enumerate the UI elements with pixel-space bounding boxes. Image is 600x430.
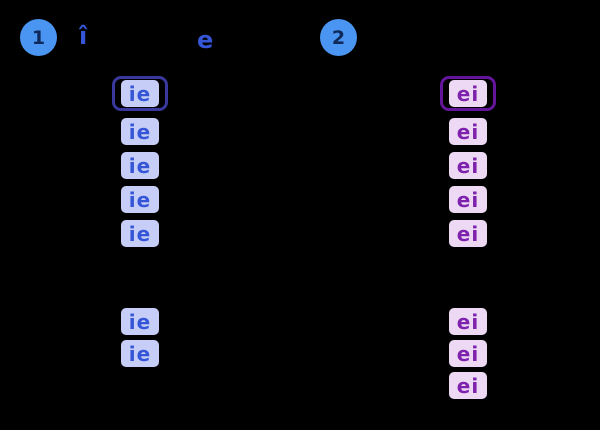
ei-highlight-cell: ei bbox=[449, 152, 487, 179]
ei-highlight-cell: ei bbox=[449, 80, 487, 107]
ei-highlight-cell: ei bbox=[449, 186, 487, 213]
ie-highlight-cell: ie bbox=[121, 118, 159, 145]
ie-highlight-cell: ie bbox=[121, 308, 159, 335]
section-1-number-badge: 1 bbox=[20, 19, 57, 56]
ie-highlight-cell: ie bbox=[121, 220, 159, 247]
section-2-number-badge: 2 bbox=[320, 19, 357, 56]
ei-highlight-cell: ei bbox=[449, 340, 487, 367]
ei-column-group-1: ei ei ei ei ei bbox=[440, 76, 496, 247]
ie-highlight-cell: ie bbox=[121, 186, 159, 213]
ie-column-group-1: ie ie ie ie ie bbox=[112, 76, 168, 247]
ie-highlight-cell: ie bbox=[121, 80, 159, 107]
ie-highlight-cell: ie bbox=[121, 152, 159, 179]
section-1-title-letter-i-circumflex: î bbox=[79, 22, 88, 50]
ei-highlight-cell: ei bbox=[449, 372, 487, 399]
ie-example-outline: ie bbox=[112, 76, 168, 111]
ei-highlight-cell: ei bbox=[449, 220, 487, 247]
ei-column-group-2: ei ei ei bbox=[440, 308, 496, 399]
ie-highlight-cell: ie bbox=[121, 340, 159, 367]
ei-highlight-cell: ei bbox=[449, 308, 487, 335]
section-1-title-letter-e: e bbox=[197, 26, 214, 54]
ie-column-group-2: ie ie bbox=[112, 308, 168, 367]
ei-example-outline: ei bbox=[440, 76, 496, 111]
ei-highlight-cell: ei bbox=[449, 118, 487, 145]
